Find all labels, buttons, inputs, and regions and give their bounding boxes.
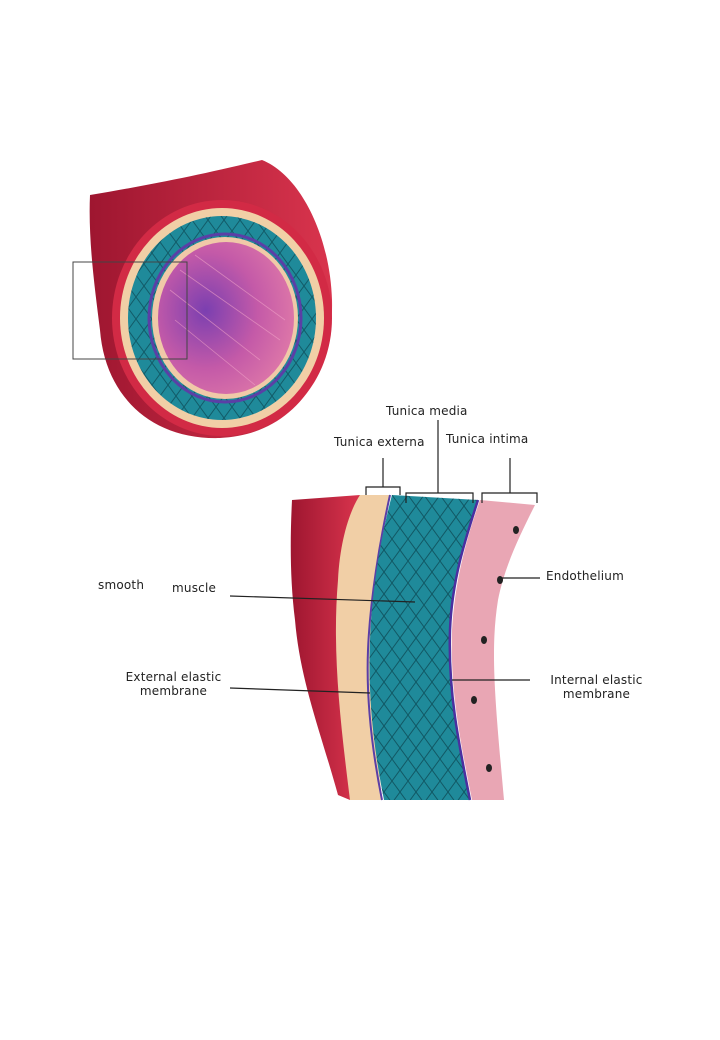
label-external-elastic-line2: membrane [139, 684, 208, 698]
section-media-mesh [369, 495, 478, 800]
label-external-elastic: External elastic membrane [106, 670, 241, 698]
label-external-elastic-line1: External elastic [125, 670, 222, 684]
label-internal-elastic-line2: membrane [562, 687, 631, 701]
endothelial-nucleus [481, 636, 487, 644]
endothelial-nucleus [497, 576, 503, 584]
tunica-externa-bracket [365, 458, 401, 495]
label-internal-elastic: Internal elastic membrane [534, 673, 659, 701]
endothelial-nucleus [486, 764, 492, 772]
label-endothelium: Endothelium [546, 569, 625, 583]
wall-section [290, 494, 535, 801]
label-tunica-externa: Tunica externa [334, 435, 425, 449]
lumen [158, 242, 294, 394]
zoom-box [72, 261, 188, 360]
label-tunica-media: Tunica media [386, 404, 468, 418]
internal-elastic-ring [147, 232, 303, 404]
annotation-lines [229, 420, 540, 694]
section-internal-elastic [448, 499, 480, 801]
endothelial-nucleus [471, 696, 477, 704]
tunica-intima-bracket [481, 458, 538, 503]
label-tunica-intima: Tunica intima [446, 432, 529, 446]
muscle-leader [229, 595, 416, 603]
label-internal-elastic-line1: Internal elastic [550, 673, 643, 687]
label-smooth: smooth [98, 578, 145, 592]
endothelial-nucleus [513, 526, 519, 534]
section-intima-pink [451, 500, 535, 800]
label-muscle: muscle [172, 581, 217, 595]
artery-cross-section [72, 160, 333, 439]
section-external-elastic [366, 494, 391, 801]
tunica-media-bracket [405, 492, 474, 503]
external-elastic-leader [229, 687, 371, 694]
